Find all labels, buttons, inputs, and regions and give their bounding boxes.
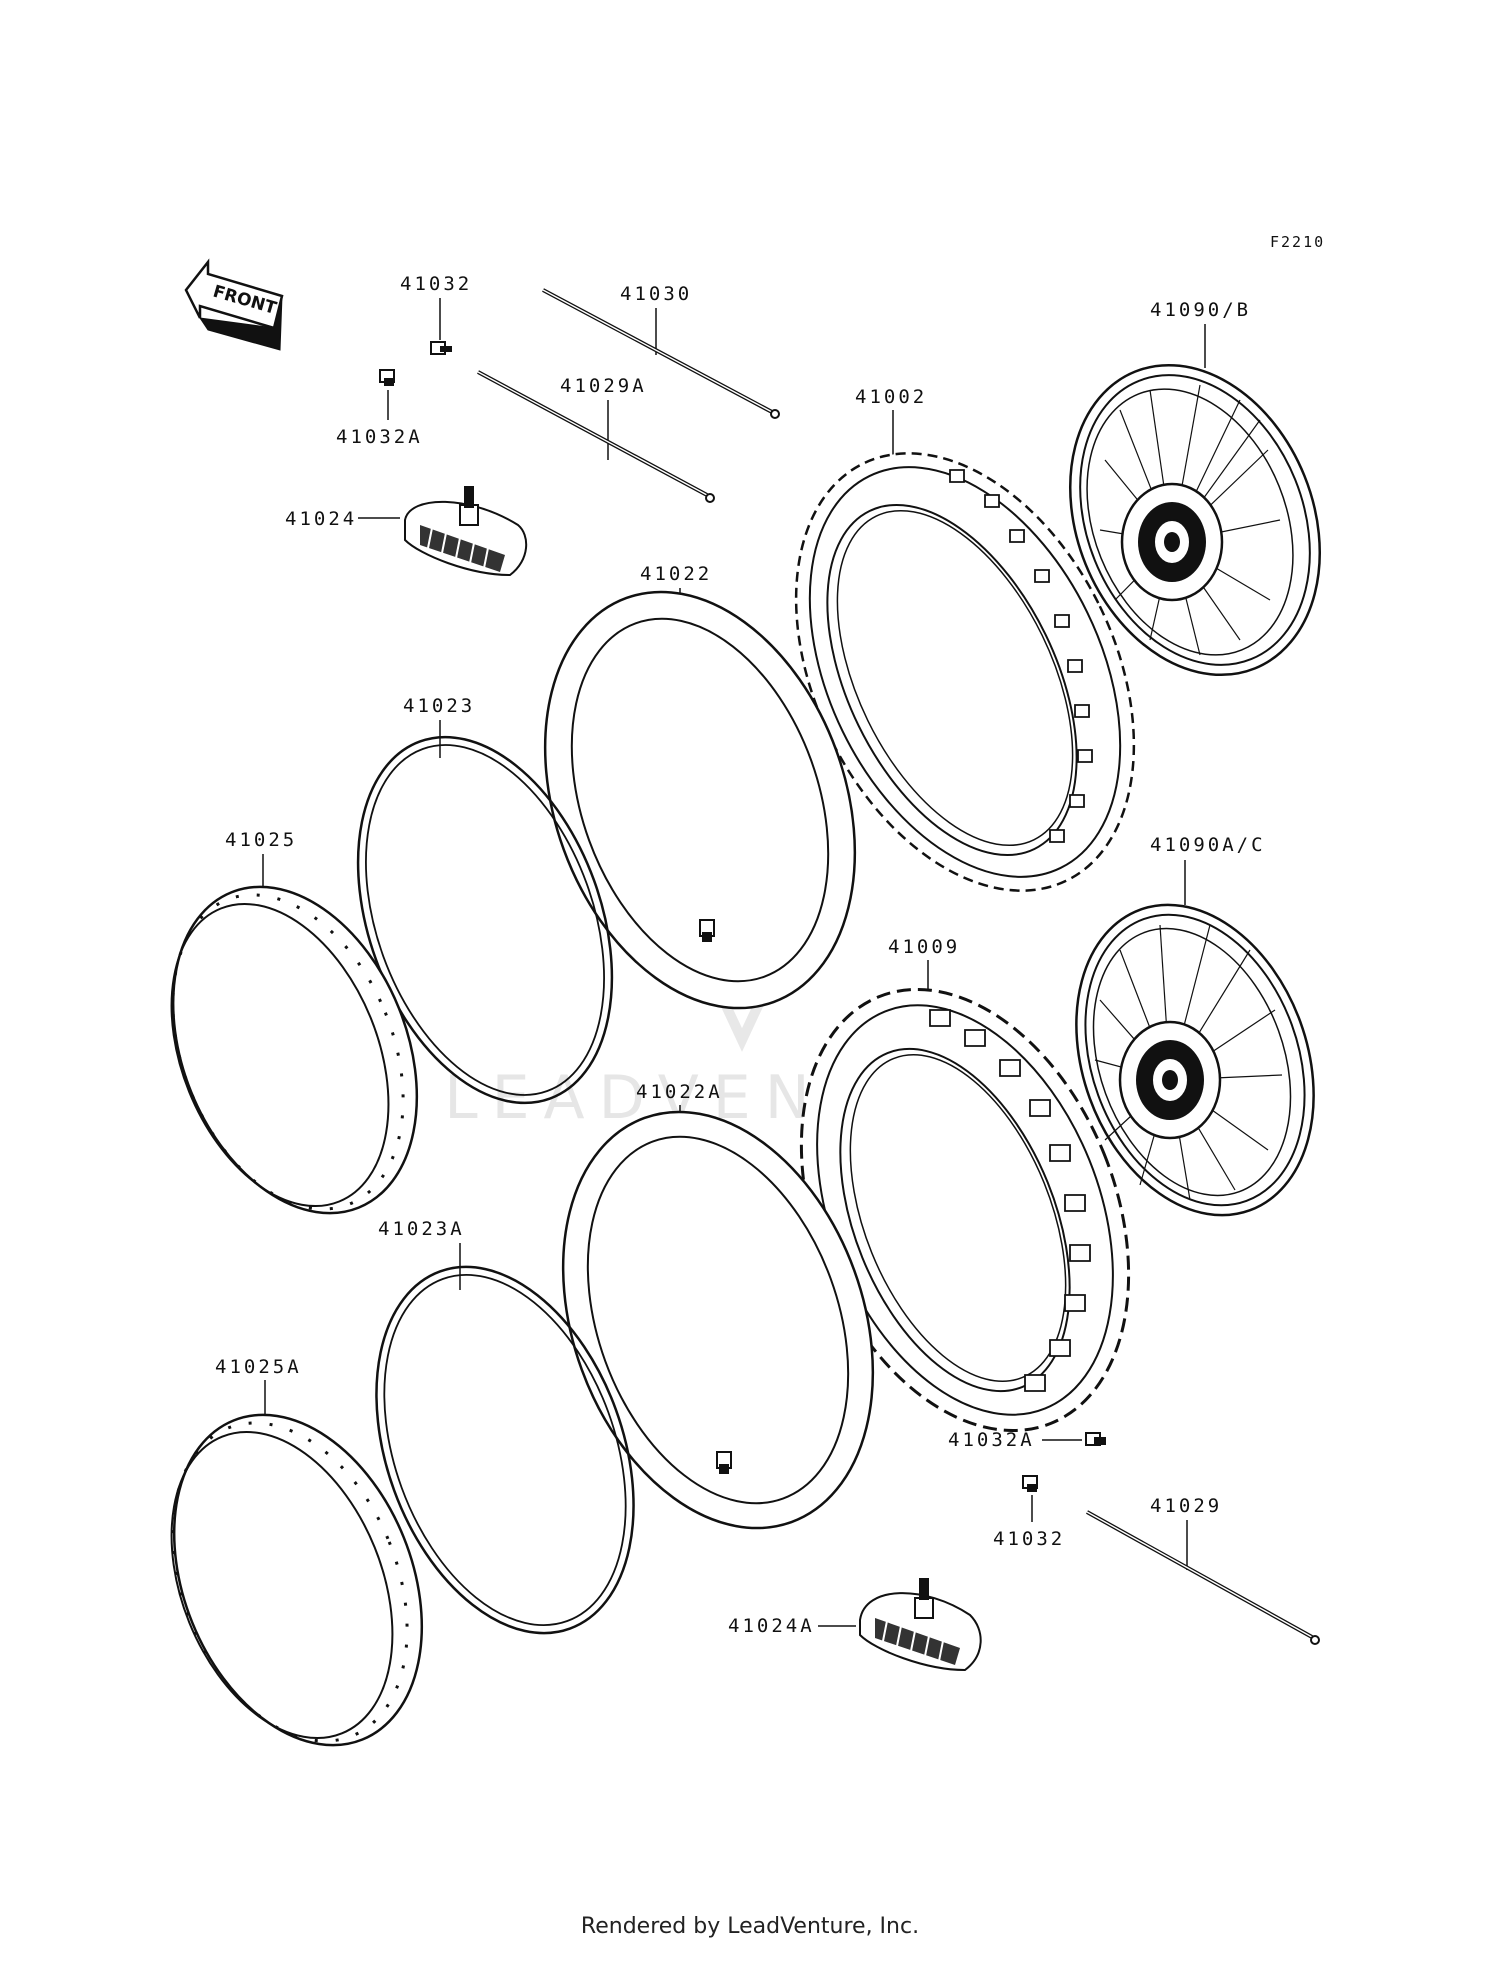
label-41024: 41024: [285, 508, 357, 530]
tire-41009: [740, 941, 1190, 1480]
label-41032A-bottom: 41032A: [948, 1429, 1035, 1451]
label-41090AC: 41090A/C: [1150, 834, 1266, 856]
rim-41025A: [128, 1378, 468, 1782]
tube-41022A: [508, 1068, 928, 1571]
label-41030: 41030: [620, 283, 692, 305]
footer-credit: Rendered by LeadVenture, Inc.: [580, 1914, 920, 1939]
label-41025: 41025: [225, 829, 297, 851]
tube-41022: [490, 548, 910, 1051]
rim-lock-41024: [405, 486, 526, 575]
rim-strip-41023A: [329, 1231, 681, 1669]
label-41002: 41002: [855, 386, 927, 408]
label-41032-top: 41032: [400, 273, 472, 295]
spoke-nipple-41032-top: [431, 342, 452, 354]
label-41090B: 41090/B: [1150, 299, 1251, 321]
spoke-nipple-41032-bottom: [1023, 1476, 1037, 1492]
label-41032A-top: 41032A: [336, 426, 423, 448]
spoke-nipple-41032A-top: [380, 370, 394, 386]
wheel-41090B: [1026, 327, 1365, 712]
label-41022: 41022: [640, 563, 712, 585]
label-41023A: 41023A: [378, 1218, 465, 1240]
rim-41025: [127, 850, 462, 1249]
spoke-41029: [1087, 1512, 1319, 1644]
label-41023: 41023: [403, 695, 475, 717]
spoke-41029A: [478, 372, 714, 502]
label-41032-bottom: 41032: [993, 1528, 1065, 1550]
label-41022A: 41022A: [636, 1081, 723, 1103]
label-41029: 41029: [1150, 1495, 1222, 1517]
rim-strip-41023: [311, 702, 659, 1138]
spoke-nipple-41032A-bottom: [1086, 1433, 1106, 1445]
rim-lock-41024A: [860, 1578, 981, 1670]
wheel-41090AC: [1035, 871, 1355, 1248]
diagram-ref-code: F2210: [1270, 233, 1325, 251]
label-41009: 41009: [888, 936, 960, 958]
label-41029A: 41029A: [560, 375, 647, 397]
tire-41002: [728, 398, 1201, 947]
front-arrow-icon: FRONT: [186, 262, 282, 350]
label-41024A: 41024A: [728, 1615, 815, 1637]
label-41025A: 41025A: [215, 1356, 302, 1378]
spoke-41030: [543, 290, 779, 418]
